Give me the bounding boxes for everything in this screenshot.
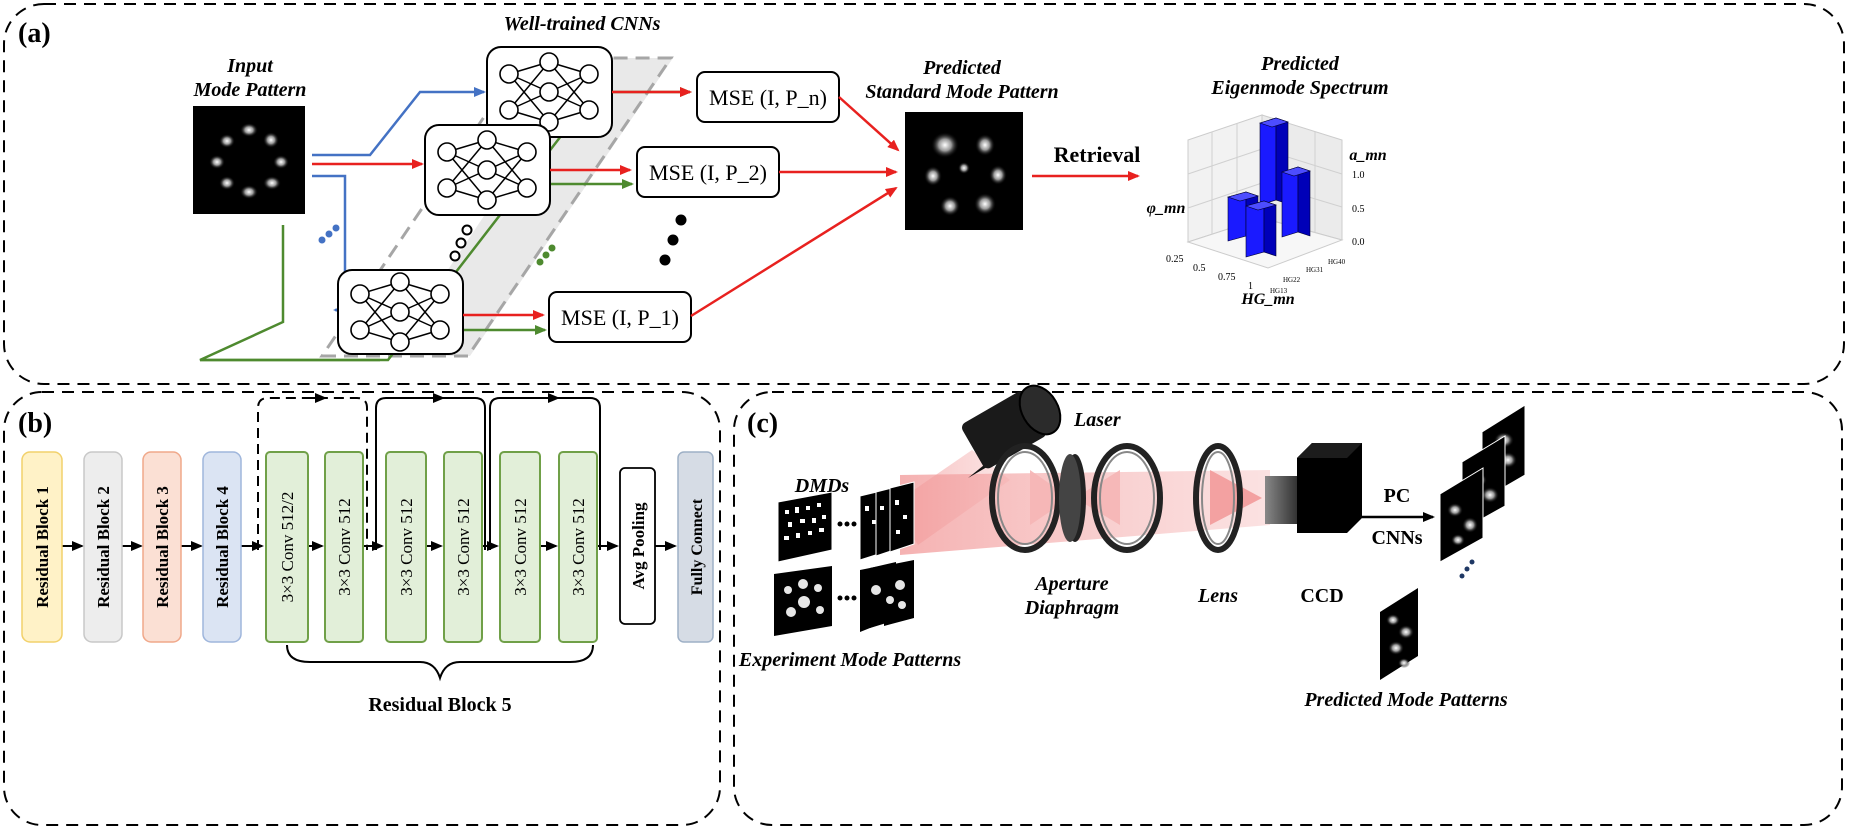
dmd-ellipsis: [837, 521, 857, 527]
conv-512-d: 3×3 Conv 512: [499, 451, 541, 643]
fully-connect: Fully Connect: [677, 451, 714, 643]
lens-3: [1193, 443, 1243, 553]
panel-b-label: (b): [18, 408, 52, 439]
spec-title-line2: Eigenmode Spectrum: [1210, 77, 1388, 99]
residual-block-2: Residual Block 2: [83, 451, 123, 643]
cnn-1: [337, 269, 464, 355]
dmd-stack-bottom: [774, 560, 914, 636]
mse-ellipsis: [659, 214, 687, 266]
lens-label: Lens: [1197, 585, 1238, 607]
cnn-n: [486, 46, 613, 138]
aperture-label-line1: Aperture: [1033, 573, 1108, 595]
z-tick-0: 1.0: [1352, 170, 1365, 181]
spectrum-z-axis-label: a_mn: [1349, 147, 1386, 164]
green-ellipsis: [536, 244, 556, 266]
aperture-diaphragm: [1059, 454, 1086, 542]
svg-text:3×3 Conv 512/2: 3×3 Conv 512/2: [278, 492, 297, 603]
residual-block-4: Residual Block 4: [202, 451, 242, 643]
blue-ellipsis: [318, 224, 340, 244]
svg-text:3×3 Conv 512: 3×3 Conv 512: [454, 498, 473, 595]
lens-1: [989, 443, 1061, 553]
mse-1-box: MSE (I, P_1): [548, 291, 692, 343]
panel-b: (b) Residual Block 1: [3, 391, 721, 826]
conv-512-2: 3×3 Conv 512/2: [265, 451, 309, 643]
svg-text:Residual Block 2: Residual Block 2: [94, 486, 113, 608]
svg-text:3×3 Conv 512: 3×3 Conv 512: [335, 498, 354, 595]
pc-label: PC: [1384, 485, 1411, 507]
retrieval-label: Retrieval: [1054, 142, 1141, 167]
svg-text:Residual Block 1: Residual Block 1: [33, 486, 52, 608]
spec-title-line1: Predicted: [1260, 53, 1340, 75]
predicted-patterns-label: Predicted Mode Patterns: [1303, 689, 1508, 711]
lens-2: [1091, 443, 1163, 553]
experiment-patterns-label: Experiment Mode Patterns: [738, 649, 961, 671]
residual-block-5-brace: [286, 644, 594, 682]
z-tick-1: 0.5: [1352, 204, 1365, 215]
conv-512-c: 3×3 Conv 512: [443, 451, 483, 643]
panel-a-label: (a): [18, 18, 51, 49]
cnns-label: CNNs: [1371, 527, 1422, 549]
residual-block-5-label: Residual Block 5: [368, 694, 511, 716]
svg-text:Residual Block 3: Residual Block 3: [153, 486, 172, 608]
input-mode-pattern-image: [193, 106, 305, 214]
red-cnn-mse-lines: [463, 87, 692, 320]
phi-tick-3: 1: [1248, 281, 1253, 292]
cnns-title: Well-trained CNNs: [504, 13, 661, 35]
input-title-line1: Input: [226, 55, 274, 77]
hg-tick-1: HG22: [1283, 276, 1301, 284]
panel-c-label: (c): [747, 408, 778, 439]
cnn-ellipsis: [449, 224, 473, 262]
phi-tick-0: 0.25: [1166, 254, 1184, 265]
hg-tick-0: HG13: [1270, 287, 1288, 295]
spectrum-hg-axis-label: HG_mn: [1240, 291, 1294, 308]
mse-n-box: MSE (I, P_n): [696, 71, 840, 123]
avg-pooling: Avg Pooling: [619, 467, 656, 625]
panel-a: (a) Input Mode Pattern Well-trained CNNs: [3, 3, 1845, 385]
red-mse-std-lines: [690, 96, 900, 318]
svg-text:3×3 Conv 512: 3×3 Conv 512: [397, 498, 416, 595]
spectrum-phi-axis-label: φ_mn: [1147, 200, 1186, 217]
conv-512-a: 3×3 Conv 512: [324, 451, 364, 643]
dmd-stack-top: [777, 481, 915, 563]
conv-512-b: 3×3 Conv 512: [385, 451, 427, 643]
hg-tick-3: HG40: [1328, 258, 1346, 266]
residual-block-1: Residual Block 1: [21, 451, 63, 643]
ccd-camera: [1265, 443, 1362, 533]
panel-c: (c) Laser DMDs: [733, 384, 1843, 826]
predicted-pattern-single: [1380, 588, 1418, 680]
conv-512-e: 3×3 Conv 512: [558, 451, 598, 643]
svg-text:3×3 Conv 512: 3×3 Conv 512: [569, 498, 588, 595]
phi-tick-1: 0.5: [1193, 263, 1206, 274]
z-tick-2: 0.0: [1352, 237, 1365, 248]
svg-text:3×3 Conv 512: 3×3 Conv 512: [511, 498, 530, 595]
svg-text:Residual Block 4: Residual Block 4: [213, 486, 232, 608]
residual-block-3: Residual Block 3: [142, 451, 182, 643]
predicted-ellipsis: [1459, 559, 1475, 579]
std-title-line2: Standard Mode Pattern: [865, 81, 1058, 103]
standard-mode-pattern-image: [905, 112, 1023, 230]
ccd-label: CCD: [1300, 585, 1343, 607]
svg-text:Fully Connect: Fully Connect: [689, 498, 706, 595]
predicted-pattern-stack: [1439, 404, 1526, 563]
hg-tick-2: HG31: [1306, 266, 1324, 274]
dmds-label: DMDs: [794, 475, 850, 497]
skip-connections: [257, 393, 601, 550]
mse-2-box: MSE (I, P_2): [636, 146, 780, 198]
mse-1-label: MSE (I, P_1): [561, 305, 679, 330]
svg-text:Avg Pooling: Avg Pooling: [629, 502, 648, 590]
aperture-label-line2: Diaphragm: [1024, 597, 1119, 619]
phi-tick-2: 0.75: [1218, 272, 1236, 283]
input-title-line2: Mode Pattern: [193, 79, 307, 101]
mse-2-label: MSE (I, P_2): [649, 160, 767, 185]
mse-n-label: MSE (I, P_n): [709, 85, 827, 110]
eigenmode-spectrum-chart: a_mn 1.0 0.5 0.0 φ_mn 0.25 0.5 0.75 1 HG…: [1147, 114, 1387, 308]
laser-label: Laser: [1073, 409, 1121, 431]
cnn-2: [424, 124, 551, 216]
std-title-line1: Predicted: [922, 57, 1002, 79]
